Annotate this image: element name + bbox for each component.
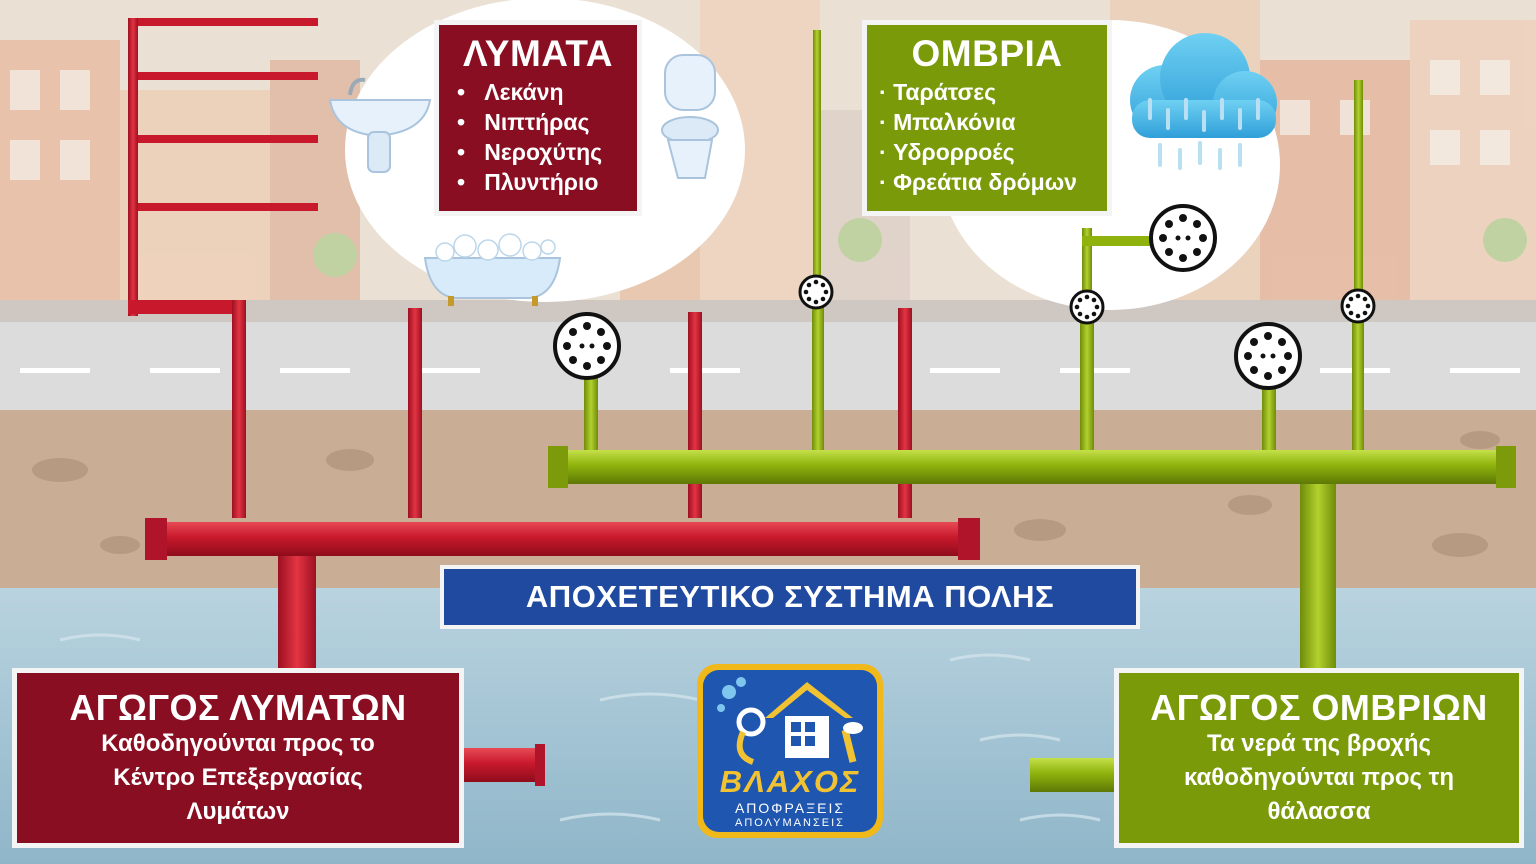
drain-grate-icon bbox=[1340, 288, 1376, 324]
toilet-icon bbox=[661, 54, 719, 179]
storm-main-title: ΑΓΩΓΟΣ ΟΜΒΡΙΩΝ bbox=[1150, 687, 1488, 728]
soil-stones bbox=[32, 431, 1500, 557]
sewage-building-riser bbox=[128, 18, 138, 316]
list-item: • Πλυντήριο bbox=[457, 169, 599, 195]
sewage-main-box: ΑΓΩΓΟΣ ΛΥΜΑΤΩΝ Καθοδηγούνται προς το Κέν… bbox=[12, 668, 464, 848]
sewage-pipe-network bbox=[128, 18, 980, 786]
sewage-main-header bbox=[150, 522, 980, 556]
logo-name: ΒΛΑΧΟΣ bbox=[719, 764, 861, 799]
drain-grate-icon bbox=[798, 274, 834, 310]
logo-tagline: ΑΠΟΛΥΜΑΝΣΕΙΣ bbox=[735, 817, 845, 829]
storm-sources-title: ΟΜΒΡΙΑ bbox=[911, 33, 1063, 74]
storm-sources-list: · Ταράτσες · Μπαλκόνια · Υδρορροές · Φρε… bbox=[879, 77, 1107, 197]
house-plumber-icon bbox=[717, 677, 863, 765]
drain-grate-icon bbox=[1149, 204, 1217, 272]
storm-stub-pipe bbox=[1030, 758, 1116, 792]
storm-pipe-network bbox=[548, 30, 1516, 792]
drain-grate-icon bbox=[1234, 322, 1302, 390]
sewage-main-text: Κέντρο Επεξεργασίας bbox=[113, 764, 363, 791]
list-item: · Υδρορροές bbox=[879, 139, 1015, 165]
diagram-title: ΑΠΟΧΕΤΕΥΤΙΚΟ ΣΥΣΤΗΜΑ ΠΟΛΗΣ bbox=[440, 565, 1140, 629]
bathtub-icon bbox=[423, 233, 562, 306]
list-item: • Νεροχύτης bbox=[457, 139, 603, 165]
sewage-main-title: ΑΓΩΓΟΣ ΛΥΜΑΤΩΝ bbox=[69, 687, 407, 728]
rain-cloud-icon bbox=[1130, 33, 1277, 170]
water-ripples bbox=[59, 633, 1101, 822]
list-item: · Μπαλκόνια bbox=[879, 109, 1016, 135]
storm-main-box: ΑΓΩΓΟΣ ΟΜΒΡΙΩΝ Τα νερά της βροχής καθοδη… bbox=[1114, 668, 1524, 848]
list-item: • Νιπτήρας bbox=[457, 109, 590, 135]
drain-grate-icon bbox=[1069, 289, 1105, 325]
sewage-sources-box: ΛΥΜΑΤΑ • Λεκάνη • Νιπτήρας • Νεροχύτης •… bbox=[434, 20, 642, 216]
storm-sources-box: ΟΜΒΡΙΑ · Ταράτσες · Μπαλκόνια · Υδρορροέ… bbox=[862, 20, 1112, 216]
company-logo: ΒΛΑΧΟΣ ΑΠΟΦΡΑΞΕΙΣ ΑΠΟΛΥΜΑΝΣΕΙΣ bbox=[697, 664, 883, 838]
sewage-main-text: Καθοδηγούνται προς το bbox=[101, 730, 375, 757]
sewage-drop-pipe bbox=[898, 308, 912, 518]
sewage-sources-title: ΛΥΜΑΤΑ bbox=[462, 33, 614, 74]
list-item: · Φρεάτια δρόμων bbox=[879, 169, 1077, 195]
storm-main-text: θάλασσα bbox=[1267, 798, 1371, 825]
storm-main-text: καθοδηγούνται προς τη bbox=[1183, 764, 1455, 791]
list-item: · Ταράτσες bbox=[879, 79, 997, 105]
sewage-outfall-pipe bbox=[278, 556, 316, 668]
sewage-sources-list: • Λεκάνη • Νιπτήρας • Νεροχύτης • Πλυντή… bbox=[457, 77, 637, 197]
road bbox=[0, 322, 1536, 410]
sewage-drop-pipe bbox=[408, 308, 422, 518]
storm-main-header bbox=[552, 450, 1514, 484]
washbasin-icon bbox=[328, 77, 432, 173]
soil bbox=[0, 410, 1536, 590]
storm-main-text: Τα νερά της βροχής bbox=[1206, 730, 1432, 757]
logo-tagline: ΑΠΟΦΡΑΞΕΙΣ bbox=[734, 800, 846, 816]
sewage-drop-pipe bbox=[688, 312, 702, 518]
sewage-main-text: Λυμάτων bbox=[186, 798, 290, 825]
list-item: • Λεκάνη bbox=[457, 79, 564, 105]
storm-outfall-pipe bbox=[1300, 484, 1336, 670]
sewage-stub-pipe bbox=[462, 748, 540, 782]
drain-grate-icon bbox=[553, 312, 621, 380]
